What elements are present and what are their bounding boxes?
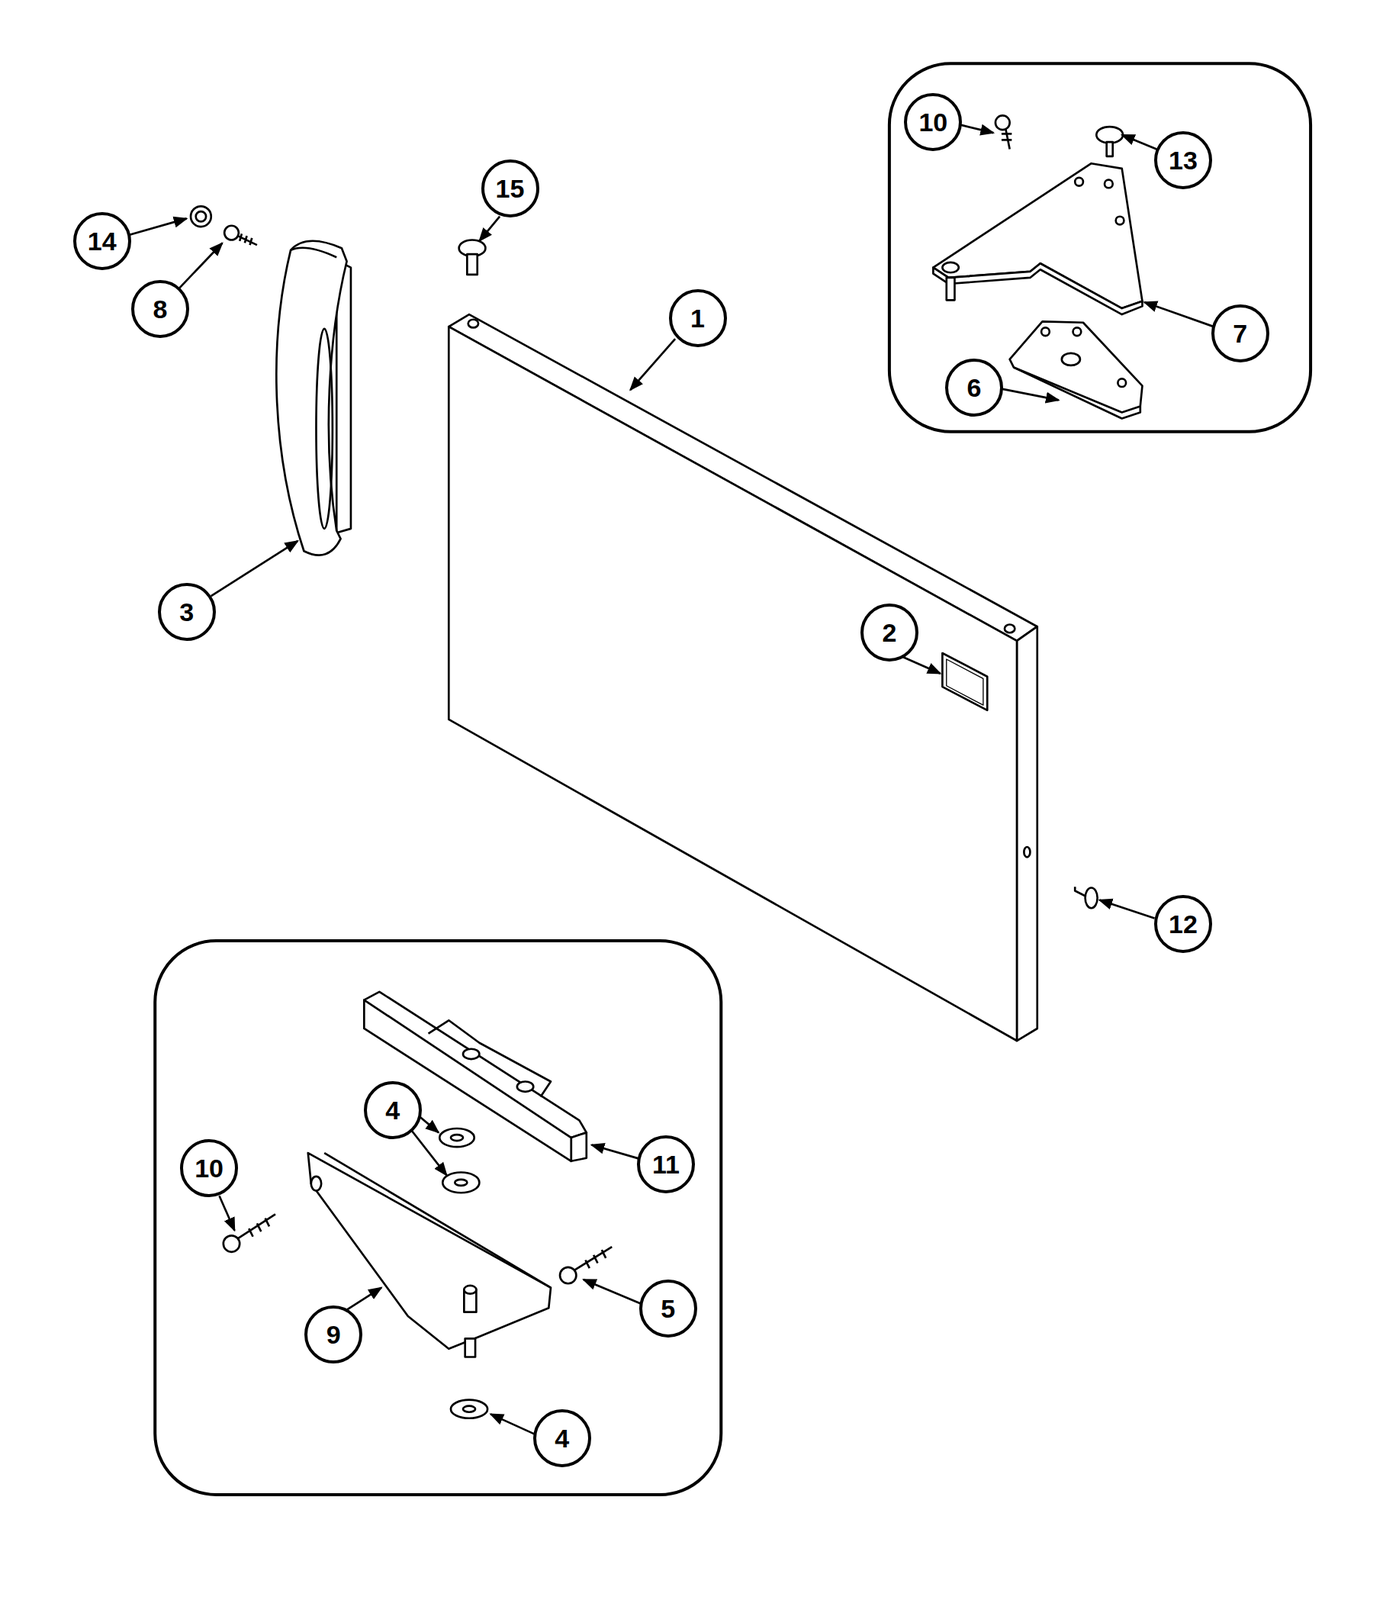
callout-circle: 9 [304, 1305, 363, 1364]
callout-number: 3 [179, 598, 194, 625]
callout-circle: 7 [1211, 304, 1270, 363]
callout-circle: 3 [157, 582, 216, 641]
inset-frame [154, 940, 721, 1495]
callout-circle: 13 [1154, 131, 1213, 190]
callout-number: 9 [326, 1321, 341, 1348]
callout-circle: 10 [903, 93, 962, 152]
callout-circle: 14 [73, 212, 132, 271]
callout-number: 5 [660, 1295, 676, 1322]
callout-circle: 4 [533, 1408, 592, 1467]
callout-number: 11 [652, 1151, 680, 1178]
door-panel [448, 314, 1037, 1041]
callout-number: 6 [966, 374, 981, 401]
callout-number: 1 [690, 305, 705, 332]
door-handle [276, 241, 351, 556]
callout-circle: 2 [860, 603, 919, 662]
callout-number: 8 [152, 295, 168, 322]
callout-number: 2 [881, 619, 897, 646]
callout-circle: 12 [1154, 894, 1213, 953]
small-hardware [190, 205, 1098, 908]
callout-number: 10 [918, 109, 948, 136]
callout-number: 4 [554, 1424, 570, 1451]
callout-circle: 4 [363, 1080, 422, 1139]
callout-number: 15 [495, 175, 525, 202]
callout-circle: 5 [639, 1279, 698, 1338]
callout-circle: 15 [481, 159, 540, 218]
callout-number: 12 [1168, 910, 1198, 937]
callout-number: 4 [385, 1096, 400, 1123]
lower-hinge [223, 991, 612, 1419]
callout-number: 14 [87, 228, 117, 255]
callout-circle: 8 [131, 279, 190, 338]
callout-circle: 11 [636, 1135, 695, 1194]
callout-circle: 6 [945, 358, 1004, 417]
callout-number: 13 [1168, 147, 1198, 174]
callout-number: 10 [194, 1154, 224, 1181]
inset-frame [889, 63, 1311, 432]
callout-circle: 10 [180, 1138, 239, 1197]
callout-number: 7 [1232, 320, 1248, 347]
upper-hinge [932, 115, 1142, 419]
callout-circle: 1 [668, 289, 727, 348]
leader-line [129, 124, 1214, 1435]
